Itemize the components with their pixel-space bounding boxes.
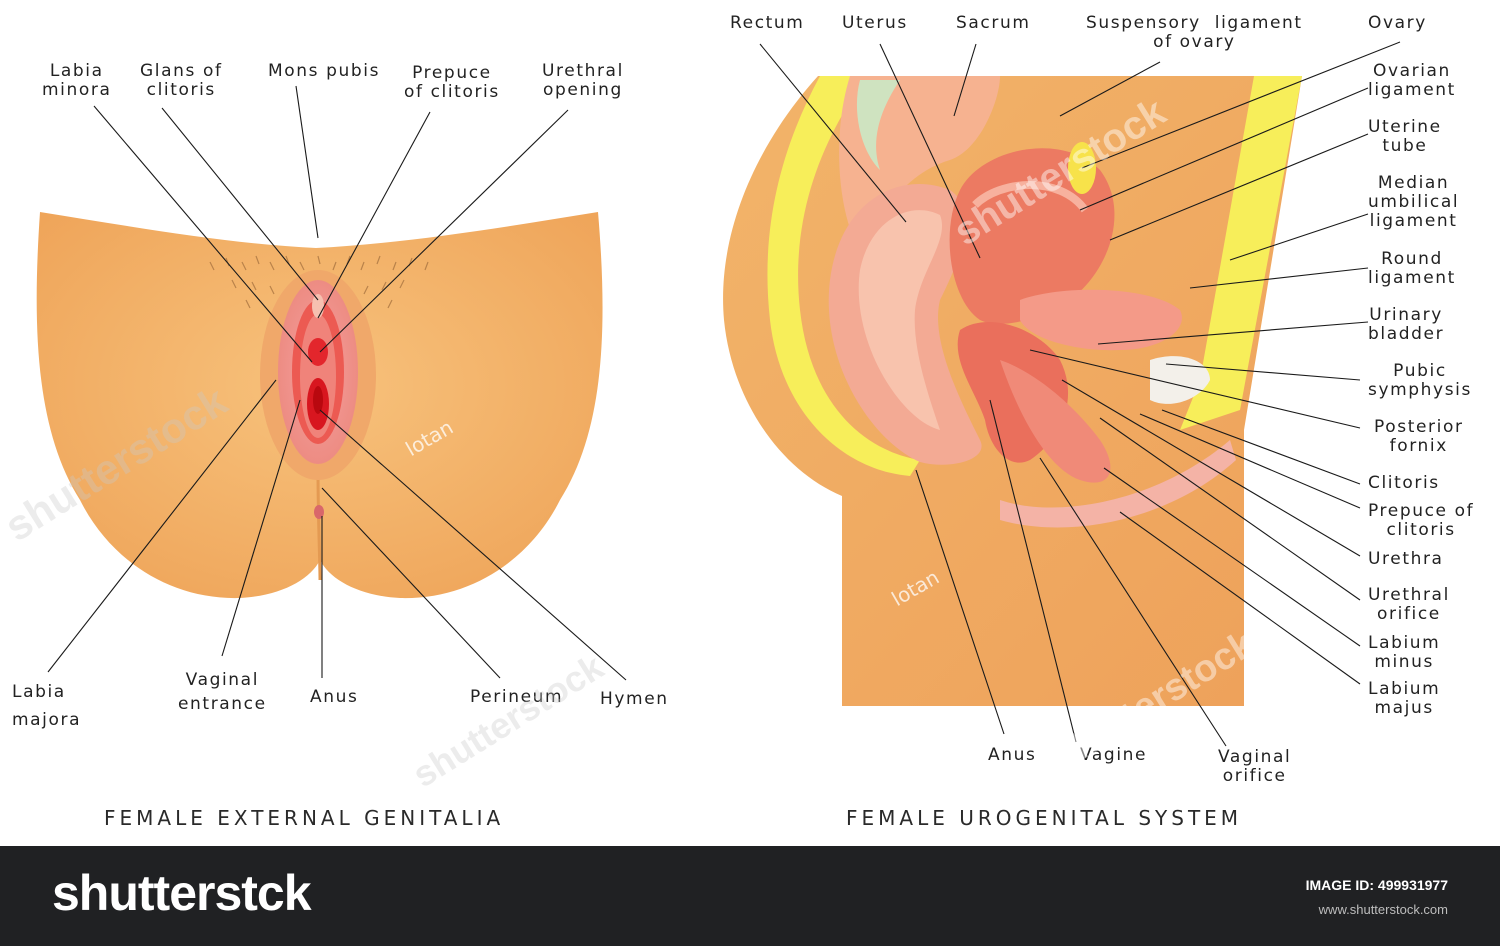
label-urethra: Urethra [1368,549,1444,569]
label-vagine: Vagine [1080,745,1148,765]
label-prepuce-of-clitoris-right: Prepuce of clitoris [1368,501,1475,540]
right-panel-title: FEMALE UROGENITAL SYSTEM [846,806,1243,830]
label-labium-majus: Labium majus [1368,679,1441,718]
footer-bar [0,846,1500,946]
left-panel-title: FEMALE EXTERNAL GENITALIA [104,806,505,830]
external-genitalia-illustration [36,212,603,599]
label-hymen: Hymen [600,689,669,709]
label-anus-right: Anus [988,745,1037,765]
site-url[interactable]: www.shutterstock.com [1318,902,1448,917]
label-vaginal-entrance: Vaginal entrance [178,670,267,714]
label-round-ligament: Round ligament [1368,249,1456,288]
label-pubic-symphysis: Pubic symphysis [1368,361,1472,400]
label-labia-majora: Labia majora [12,682,82,730]
label-sacrum: Sacrum [956,13,1031,33]
label-posterior-fornix: Posterior fornix [1374,417,1464,456]
leader-lines [47,41,1401,747]
label-clitoris: Clitoris [1368,473,1440,493]
label-urethral-opening: Urethral opening [542,61,624,100]
label-rectum: Rectum [730,13,805,33]
label-median-umbilical-ligament: Median umbilical ligament [1368,173,1460,231]
label-suspensory-ligament: Suspensory ligament of ovary [1086,13,1303,52]
label-ovarian-ligament: Ovarian ligament [1368,61,1456,100]
label-urethral-orifice: Urethral orifice [1368,585,1450,624]
label-anus-left: Anus [310,687,359,707]
label-perineum: Perineum [470,687,564,707]
label-labium-minus: Labium minus [1368,633,1441,672]
label-uterus: Uterus [842,13,908,33]
label-ovary: Ovary [1368,13,1427,33]
label-uterine-tube: Uterine tube [1368,117,1442,156]
label-glans-of-clitoris: Glans of clitoris [140,61,223,100]
label-vaginal-orifice: Vaginal orifice [1218,747,1292,786]
shutterstock-logo[interactable]: shutterstck [52,865,312,921]
label-mons-pubis: Mons pubis [268,61,381,81]
label-urinary-bladder: Urinary bladder [1368,305,1445,344]
label-prepuce-of-clitoris: Prepuce of clitoris [404,63,500,102]
image-id: IMAGE ID: 499931977 [1305,877,1448,893]
label-labia-minora: Labia minora [42,61,112,100]
urogenital-system-illustration [723,76,1302,706]
